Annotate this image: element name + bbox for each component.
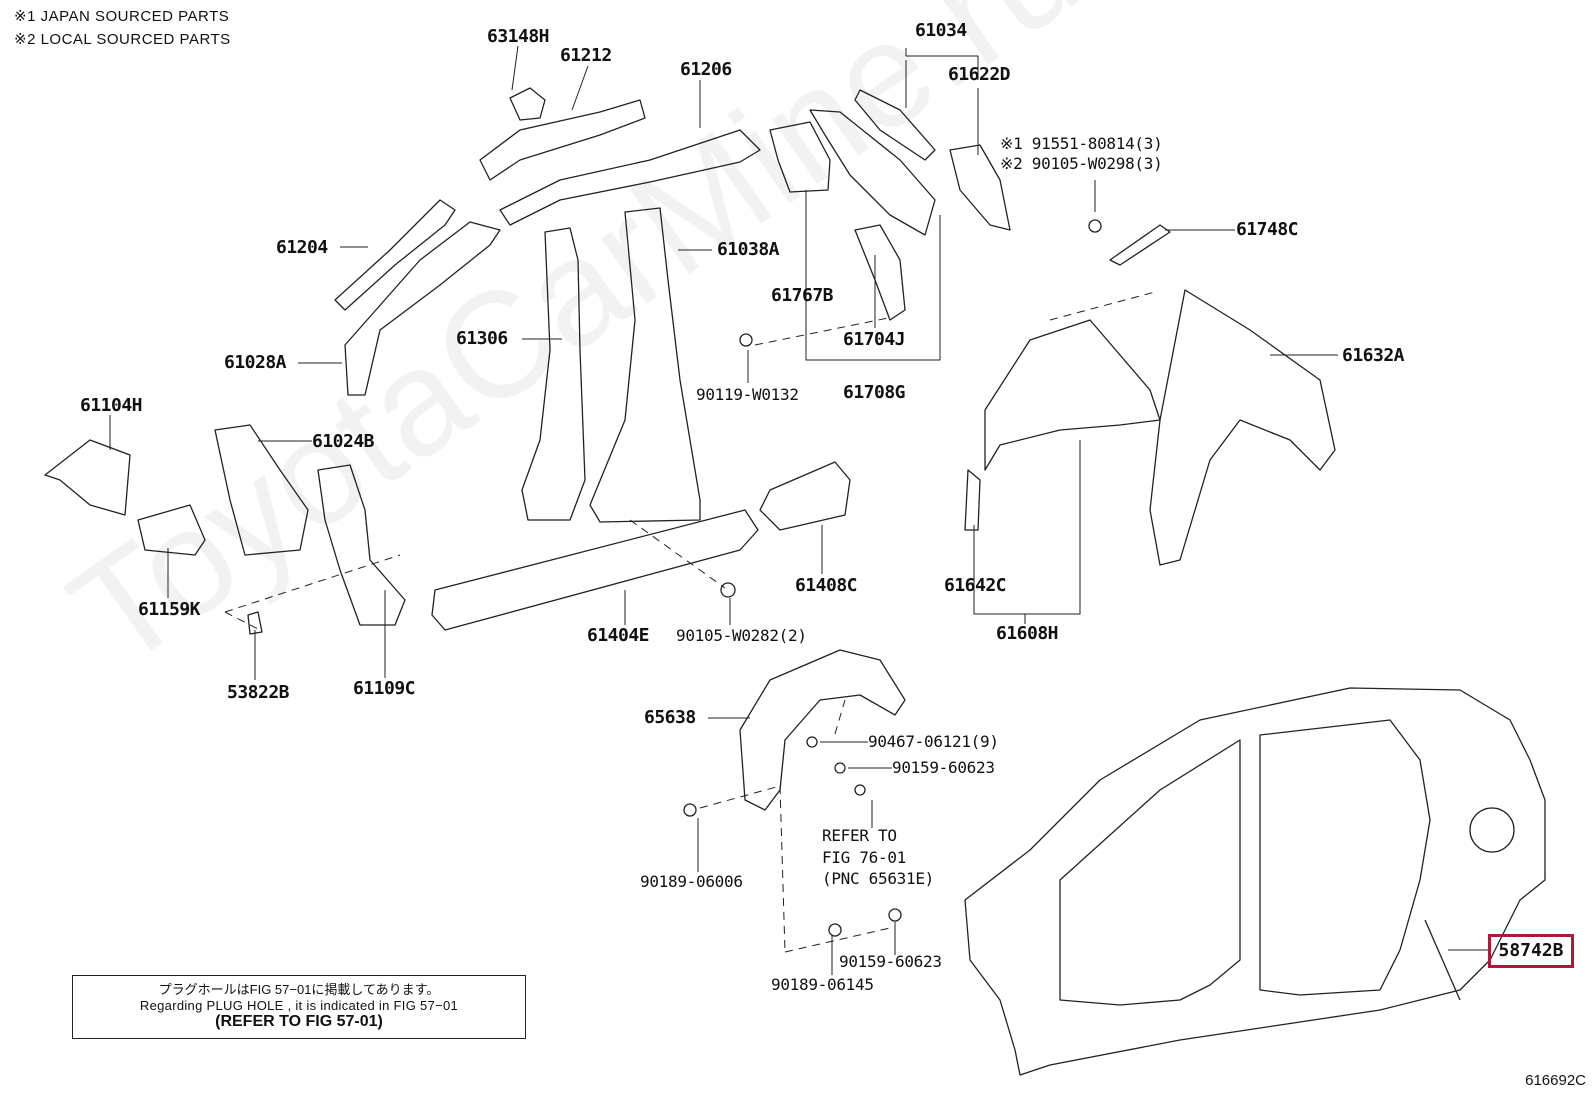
part-63148H[interactable]: 63148H bbox=[487, 26, 550, 47]
figure-id: 616692C bbox=[1525, 1072, 1586, 1089]
quarter-inner-parts bbox=[739, 89, 1171, 347]
part-53822B[interactable]: 53822B bbox=[227, 682, 290, 703]
part-90159-60623-a[interactable]: 90159-60623 bbox=[892, 758, 995, 777]
part-91551-80814[interactable]: ※1 91551-80814(3) bbox=[1000, 134, 1163, 153]
dashed-assembly-lines bbox=[224, 291, 1156, 953]
part-61038A[interactable]: 61038A bbox=[717, 239, 780, 260]
side-body-outer bbox=[964, 687, 1546, 1076]
part-90105-W0282[interactable]: 90105-W0282(2) bbox=[676, 626, 807, 645]
part-61206[interactable]: 61206 bbox=[680, 59, 732, 80]
part-90119-W0132[interactable]: 90119-W0132 bbox=[696, 385, 799, 404]
part-61622D[interactable]: 61622D bbox=[948, 64, 1011, 85]
part-61024B[interactable]: 61024B bbox=[312, 431, 375, 452]
refer-line-2[interactable]: FIG 76-01 bbox=[822, 848, 906, 867]
wheelhouse-and-quarter bbox=[964, 289, 1336, 566]
rocker-panel bbox=[431, 461, 851, 631]
plug-hole-note: プラグホールはFIG 57−01に掲載してあります。 Regarding PLU… bbox=[72, 975, 526, 1039]
leader-lines bbox=[109, 45, 1488, 975]
part-90105-W0298[interactable]: ※2 90105-W0298(3) bbox=[1000, 154, 1163, 173]
part-61212[interactable]: 61212 bbox=[560, 45, 612, 66]
part-65638[interactable]: 65638 bbox=[644, 707, 696, 728]
part-61404E[interactable]: 61404E bbox=[587, 625, 650, 646]
fender-liner bbox=[683, 649, 906, 937]
part-61767B[interactable]: 61767B bbox=[771, 285, 834, 306]
part-90189-06145[interactable]: 90189-06145 bbox=[771, 975, 874, 994]
part-61748C[interactable]: 61748C bbox=[1236, 219, 1299, 240]
note-japan-sourced: ※1 JAPAN SOURCED PARTS bbox=[14, 8, 230, 25]
part-61306[interactable]: 61306 bbox=[456, 328, 508, 349]
part-61034[interactable]: 61034 bbox=[915, 20, 967, 41]
part-90467-06121[interactable]: 90467-06121(9) bbox=[868, 732, 999, 751]
part-61708G[interactable]: 61708G bbox=[843, 382, 906, 403]
plug-note-refer[interactable]: (REFER TO FIG 57-01) bbox=[215, 1013, 383, 1030]
pillar-parts bbox=[44, 207, 701, 635]
part-61204[interactable]: 61204 bbox=[276, 237, 328, 258]
part-61704J[interactable]: 61704J bbox=[843, 329, 906, 350]
part-61104H[interactable]: 61104H bbox=[80, 395, 143, 416]
plug-note-english: Regarding PLUG HOLE , it is indicated in… bbox=[139, 998, 459, 1013]
highlighted-part-box[interactable]: 58742B bbox=[1488, 934, 1574, 968]
note-local-sourced: ※2 LOCAL SOURCED PARTS bbox=[14, 31, 231, 48]
part-90159-60623-b[interactable]: 90159-60623 bbox=[839, 952, 942, 971]
part-61642C[interactable]: 61642C bbox=[944, 575, 1007, 596]
roof-rail-parts bbox=[334, 87, 761, 396]
part-61109C[interactable]: 61109C bbox=[353, 678, 416, 699]
part-61028A[interactable]: 61028A bbox=[224, 352, 287, 373]
plug-note-japanese: プラグホールはFIG 57−01に掲載してあります。 bbox=[158, 982, 440, 997]
part-58742B[interactable]: 58742B bbox=[1498, 940, 1564, 961]
part-61159K[interactable]: 61159K bbox=[138, 599, 201, 620]
refer-line-1: REFER TO bbox=[822, 826, 897, 845]
part-61408C[interactable]: 61408C bbox=[795, 575, 858, 596]
part-61608H[interactable]: 61608H bbox=[996, 623, 1059, 644]
refer-line-3: (PNC 65631E) bbox=[822, 869, 934, 888]
part-90189-06006[interactable]: 90189-06006 bbox=[640, 872, 743, 891]
part-61632A[interactable]: 61632A bbox=[1342, 345, 1405, 366]
